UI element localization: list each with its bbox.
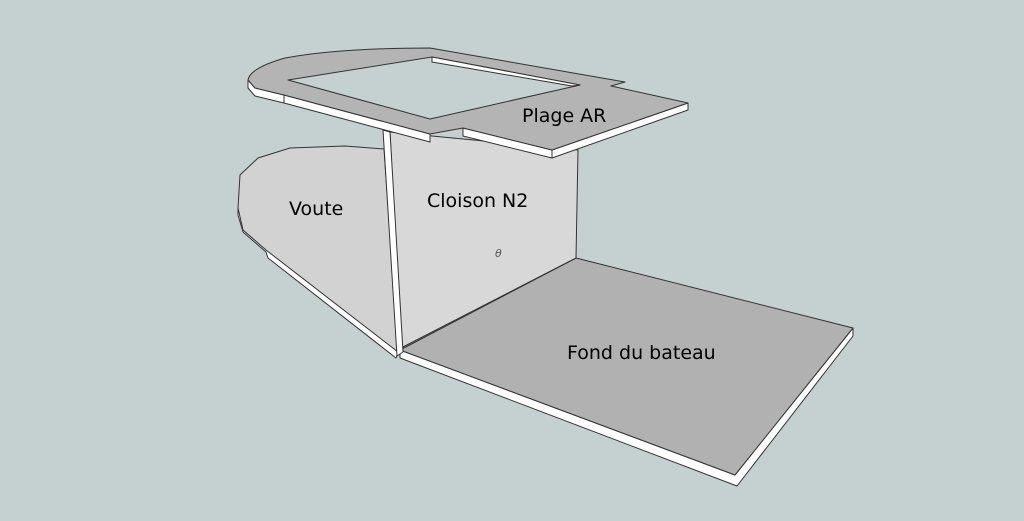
label-plage-ar: Plage AR	[522, 105, 607, 127]
cloison-post	[382, 129, 404, 357]
voute-face[interactable]	[237, 145, 399, 353]
plage-opening-edge	[431, 56, 581, 87]
label-cloison-n2: Cloison N2	[427, 190, 529, 212]
axis-origin-icon: θ	[495, 247, 502, 260]
label-fond-du-bateau: Fond du bateau	[567, 342, 716, 364]
label-voute: Voute	[289, 198, 344, 220]
